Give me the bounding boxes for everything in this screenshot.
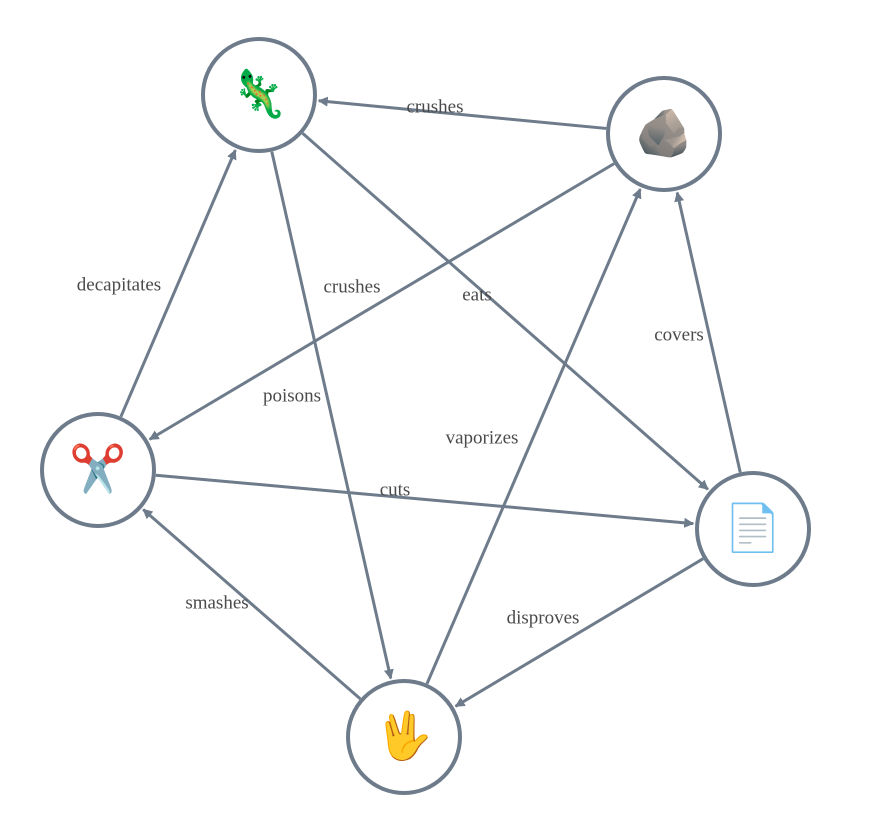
edge-label-rock-lizard: crushes	[407, 96, 464, 117]
scissors-node[interactable]: ✂️	[40, 412, 156, 528]
nodes-layer: 🦎 🪨 ✂️ 📄 🖖	[40, 37, 811, 795]
rock-icon: 🪨	[635, 106, 692, 160]
edge-label-paper-rock: covers	[654, 324, 704, 345]
spock-node-circle	[346, 679, 462, 795]
edge-label-spock-scissors: smashes	[185, 592, 248, 613]
edge-spock-rock	[425, 188, 642, 685]
edge-scissors-lizard	[119, 149, 237, 418]
lizard-node[interactable]: 🦎	[201, 37, 317, 153]
spock-node[interactable]: 🖖	[346, 679, 462, 795]
edge-paper-spock	[454, 557, 704, 708]
edge-rock-lizard	[317, 96, 607, 130]
paper-node-circle	[695, 471, 811, 587]
edge-label-paper-spock: disproves	[507, 607, 580, 628]
spock-hand-icon: 🖖	[375, 709, 432, 767]
paper-node[interactable]: 📄	[695, 471, 811, 587]
lizard-node-circle	[201, 37, 317, 153]
edge-labels-layer: crushes eats poisons crushes decapitates cove…	[77, 96, 704, 628]
edges-layer	[119, 96, 742, 708]
edge-label-rock-scissors: crushes	[324, 276, 381, 297]
edge-rock-scissors	[148, 162, 615, 441]
lizard-icon: 🦎	[230, 67, 287, 121]
rock-node[interactable]: 🪨	[606, 76, 722, 192]
rock-node-circle	[606, 76, 722, 192]
edge-lizard-paper	[301, 132, 709, 491]
scissors-icon: ✂️	[69, 441, 126, 496]
edge-lizard-spock	[270, 151, 394, 680]
paper-icon: 📄	[724, 501, 781, 555]
edge-label-scissors-paper: cuts	[380, 479, 411, 500]
edge-paper-rock	[674, 191, 742, 473]
edge-label-lizard-spock: poisons	[263, 385, 321, 406]
edge-label-scissors-lizard: decapitates	[77, 274, 161, 295]
edge-spock-scissors	[142, 508, 362, 700]
edge-label-spock-rock: vaporizes	[446, 427, 519, 448]
edge-label-lizard-paper: eats	[462, 284, 492, 305]
scissors-node-circle	[40, 412, 156, 528]
edge-scissors-paper	[155, 473, 695, 528]
